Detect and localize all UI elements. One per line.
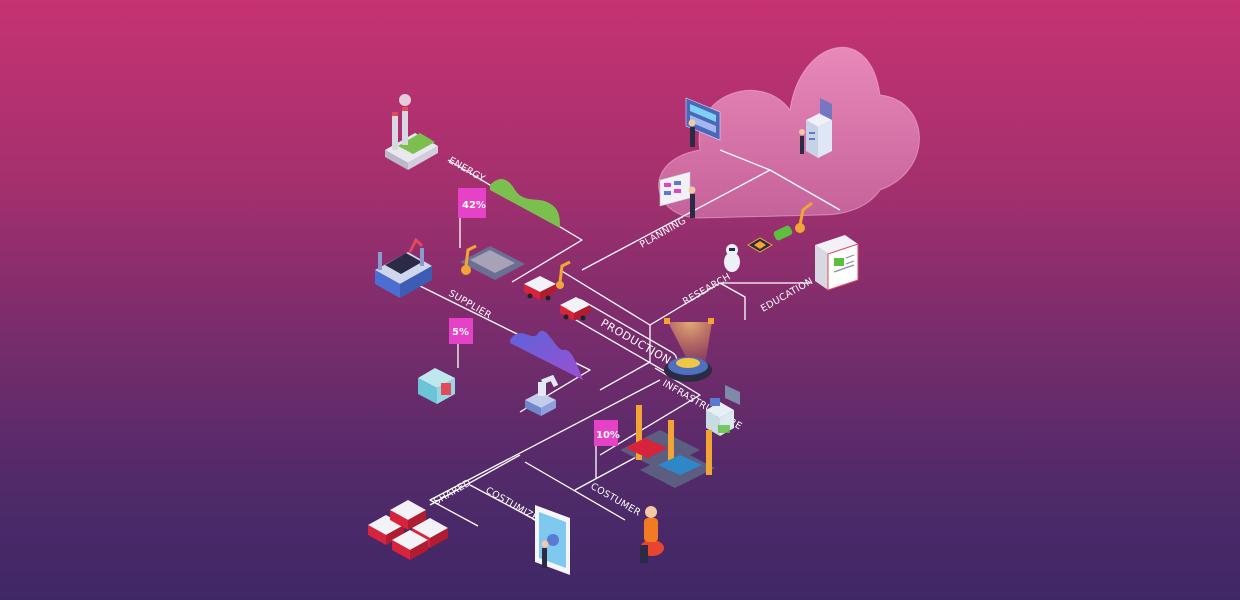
autonomous-car-icon bbox=[524, 276, 556, 301]
connector-lines bbox=[417, 149, 841, 527]
car-lift-icon bbox=[620, 405, 715, 488]
server-icon bbox=[799, 98, 832, 158]
education-label: EDUCATION bbox=[759, 276, 815, 315]
supplier-label: SUPPLIER bbox=[447, 288, 494, 321]
supplier-badge: 5% bbox=[449, 318, 473, 344]
infrastructure-badge: 10% bbox=[594, 420, 620, 446]
customized-line bbox=[469, 484, 546, 526]
customer-branch bbox=[574, 454, 641, 491]
supplier-badge-text: 5% bbox=[452, 327, 469, 338]
infrastructure-badge-text: 10% bbox=[596, 430, 620, 441]
robot-arm-icon-3 bbox=[795, 201, 813, 233]
planning-board-icon bbox=[659, 171, 696, 218]
autonomous-car-icon-2 bbox=[560, 297, 590, 321]
factory-icon bbox=[385, 94, 438, 170]
shared-line bbox=[429, 454, 521, 506]
supplier-wave bbox=[510, 330, 583, 380]
assembly-line-icon bbox=[375, 237, 432, 298]
energy-wave bbox=[490, 178, 560, 228]
energy-badge: 42% bbox=[458, 188, 486, 218]
production-line-icon bbox=[460, 244, 525, 280]
planning-label: PLANNING bbox=[638, 215, 688, 250]
book-icon bbox=[815, 235, 859, 291]
person-icon bbox=[640, 506, 664, 563]
energy-label: ENERGY bbox=[447, 155, 487, 185]
robot-icon bbox=[724, 244, 740, 272]
battery-icon bbox=[773, 225, 793, 241]
shared-label: SHARED bbox=[432, 477, 473, 507]
cloud-server-line bbox=[719, 149, 771, 171]
robot-arm-icon bbox=[525, 374, 559, 416]
tablet-icon bbox=[535, 505, 570, 575]
spotlight-stage-icon bbox=[664, 318, 714, 382]
dashboard-screen-icon bbox=[685, 97, 721, 147]
shared-cars-icon bbox=[368, 500, 448, 560]
microchip-icon bbox=[747, 237, 773, 253]
production-spine bbox=[559, 269, 651, 391]
customer-line bbox=[524, 461, 626, 521]
charging-station-icon bbox=[706, 385, 740, 436]
research-label: RESEARCH bbox=[681, 271, 733, 307]
research-line bbox=[649, 282, 746, 326]
main-trunk bbox=[429, 379, 661, 527]
production-label: PRODUCTION bbox=[599, 316, 674, 367]
customer-label: COSTUMER bbox=[589, 481, 643, 519]
printer-3d-icon bbox=[418, 368, 455, 404]
cloud-icon bbox=[658, 46, 920, 219]
energy-badge-text: 42% bbox=[462, 200, 486, 211]
robot-arm-icon-2 bbox=[556, 260, 571, 289]
